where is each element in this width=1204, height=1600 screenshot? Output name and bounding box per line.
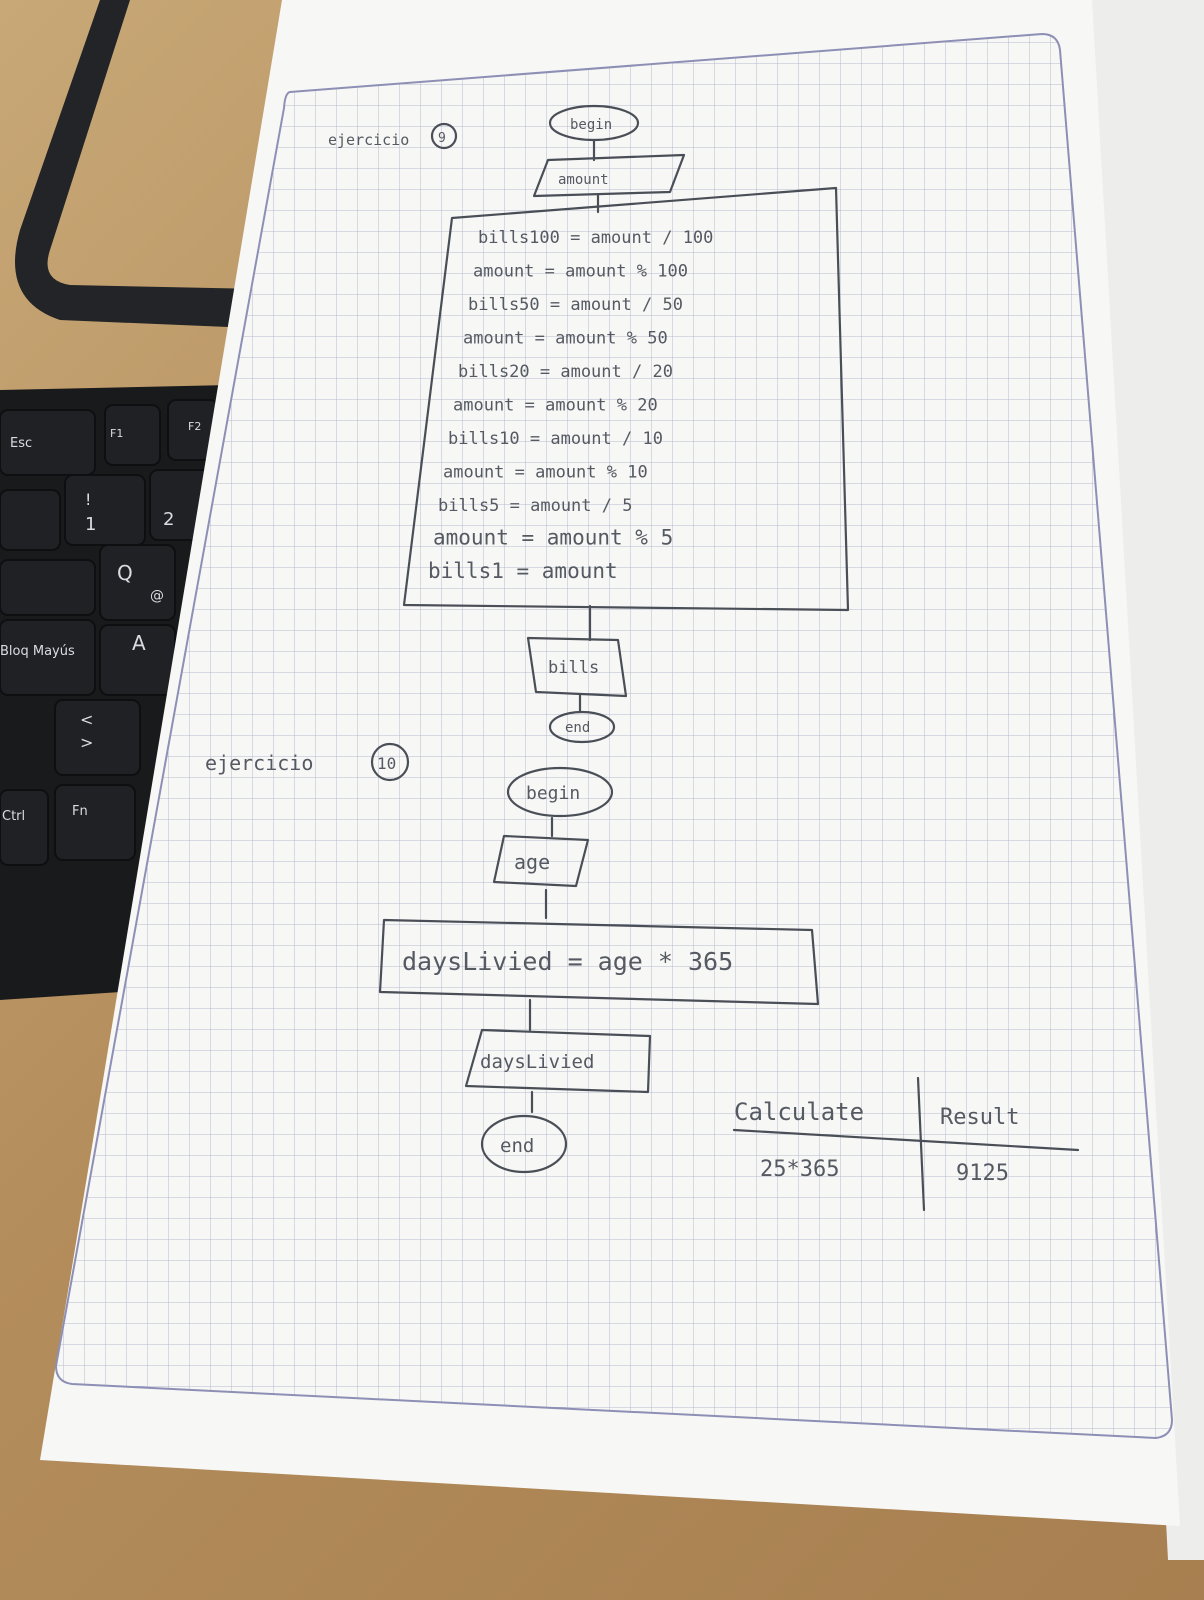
svg-text:!: ! xyxy=(85,490,91,509)
key-ctrl: Ctrl xyxy=(0,789,49,866)
process-line: bills10 = amount / 10 xyxy=(448,429,663,449)
monitor-stand xyxy=(15,0,305,330)
key-a: A xyxy=(99,624,176,696)
process-line: bills50 = amount / 50 xyxy=(468,295,683,315)
key-fn: Fn xyxy=(54,784,136,861)
svg-text:1: 1 xyxy=(85,514,96,535)
svg-text:Ctrl: Ctrl xyxy=(2,809,25,824)
svg-text:@: @ xyxy=(150,588,164,604)
svg-text:Esc: Esc xyxy=(10,436,32,451)
end-terminal xyxy=(548,710,616,744)
begin-label: begin xyxy=(526,783,580,804)
table-header-result: Result xyxy=(940,1105,1019,1130)
process-label: daysLivied = age * 365 xyxy=(402,947,733,976)
exercise-10: ejercicio 10 begin age daysLivied = age … xyxy=(205,742,820,1174)
key-1: 1 ! xyxy=(64,474,146,546)
begin-label: begin xyxy=(570,117,612,133)
exercise-9-number: 9 xyxy=(438,131,446,146)
process-line: amount = amount % 20 xyxy=(453,396,658,416)
exercise-number-circle xyxy=(370,742,410,782)
input-parallelogram xyxy=(532,153,686,198)
exercise-9: ejercicio 9 begin amount bills100 = amou… xyxy=(328,104,850,744)
svg-text:>: > xyxy=(80,733,93,752)
process-line: amount = amount % 10 xyxy=(443,463,648,483)
process-lines: bills100 = amount / 100 amount = amount %… xyxy=(428,228,713,583)
table-header-calculate: Calculate xyxy=(734,1098,864,1126)
exercise-10-number: 10 xyxy=(377,754,396,773)
process-line: bills100 = amount / 100 xyxy=(478,228,713,248)
input-label: amount xyxy=(558,172,609,188)
result-table: Calculate Result 25*365 9125 xyxy=(732,1076,1080,1212)
process-line: bills5 = amount / 5 xyxy=(438,496,632,516)
output-label: bills xyxy=(548,658,599,678)
process-line: bills1 = amount xyxy=(428,559,618,583)
svg-text:<: < xyxy=(80,710,93,729)
key-q: Q @ xyxy=(99,544,176,621)
output-label: daysLivied xyxy=(480,1051,594,1073)
begin-terminal xyxy=(506,766,614,818)
output-shape xyxy=(464,1028,652,1094)
table-divider xyxy=(916,1076,926,1212)
table-cell-result: 9125 xyxy=(956,1161,1009,1186)
exercise-10-heading: ejercicio xyxy=(205,751,313,775)
key-caps: Bloq Mayús xyxy=(0,619,96,696)
end-terminal xyxy=(480,1114,568,1174)
output-shape xyxy=(526,636,628,698)
exercise-number-circle xyxy=(430,122,458,150)
table-cell-calculate: 25*365 xyxy=(760,1157,839,1182)
process-line: amount = amount % 5 xyxy=(433,526,673,550)
end-label: end xyxy=(500,1135,534,1157)
process-line: amount = amount % 100 xyxy=(473,262,688,282)
process-box xyxy=(378,918,820,1006)
svg-text:2: 2 xyxy=(163,509,174,530)
svg-text:A: A xyxy=(132,631,146,655)
svg-text:Fn: Fn xyxy=(72,804,88,819)
process-box xyxy=(402,186,850,612)
process-line: bills20 = amount / 20 xyxy=(458,362,673,382)
table-header-line xyxy=(732,1128,1080,1152)
process-line: amount = amount % 50 xyxy=(463,329,668,349)
end-label: end xyxy=(565,720,590,736)
svg-text:Q: Q xyxy=(117,561,133,585)
key-f1: F1 xyxy=(104,404,161,466)
svg-text:Bloq Mayús: Bloq Mayús xyxy=(0,644,75,659)
svg-text:F2: F2 xyxy=(188,420,201,433)
input-parallelogram xyxy=(492,834,590,888)
key-angle: < > xyxy=(54,699,141,776)
input-label: age xyxy=(514,850,550,874)
key-esc: Esc xyxy=(0,409,96,476)
exercise-9-heading: ejercicio xyxy=(328,131,409,149)
svg-text:F1: F1 xyxy=(110,427,123,440)
